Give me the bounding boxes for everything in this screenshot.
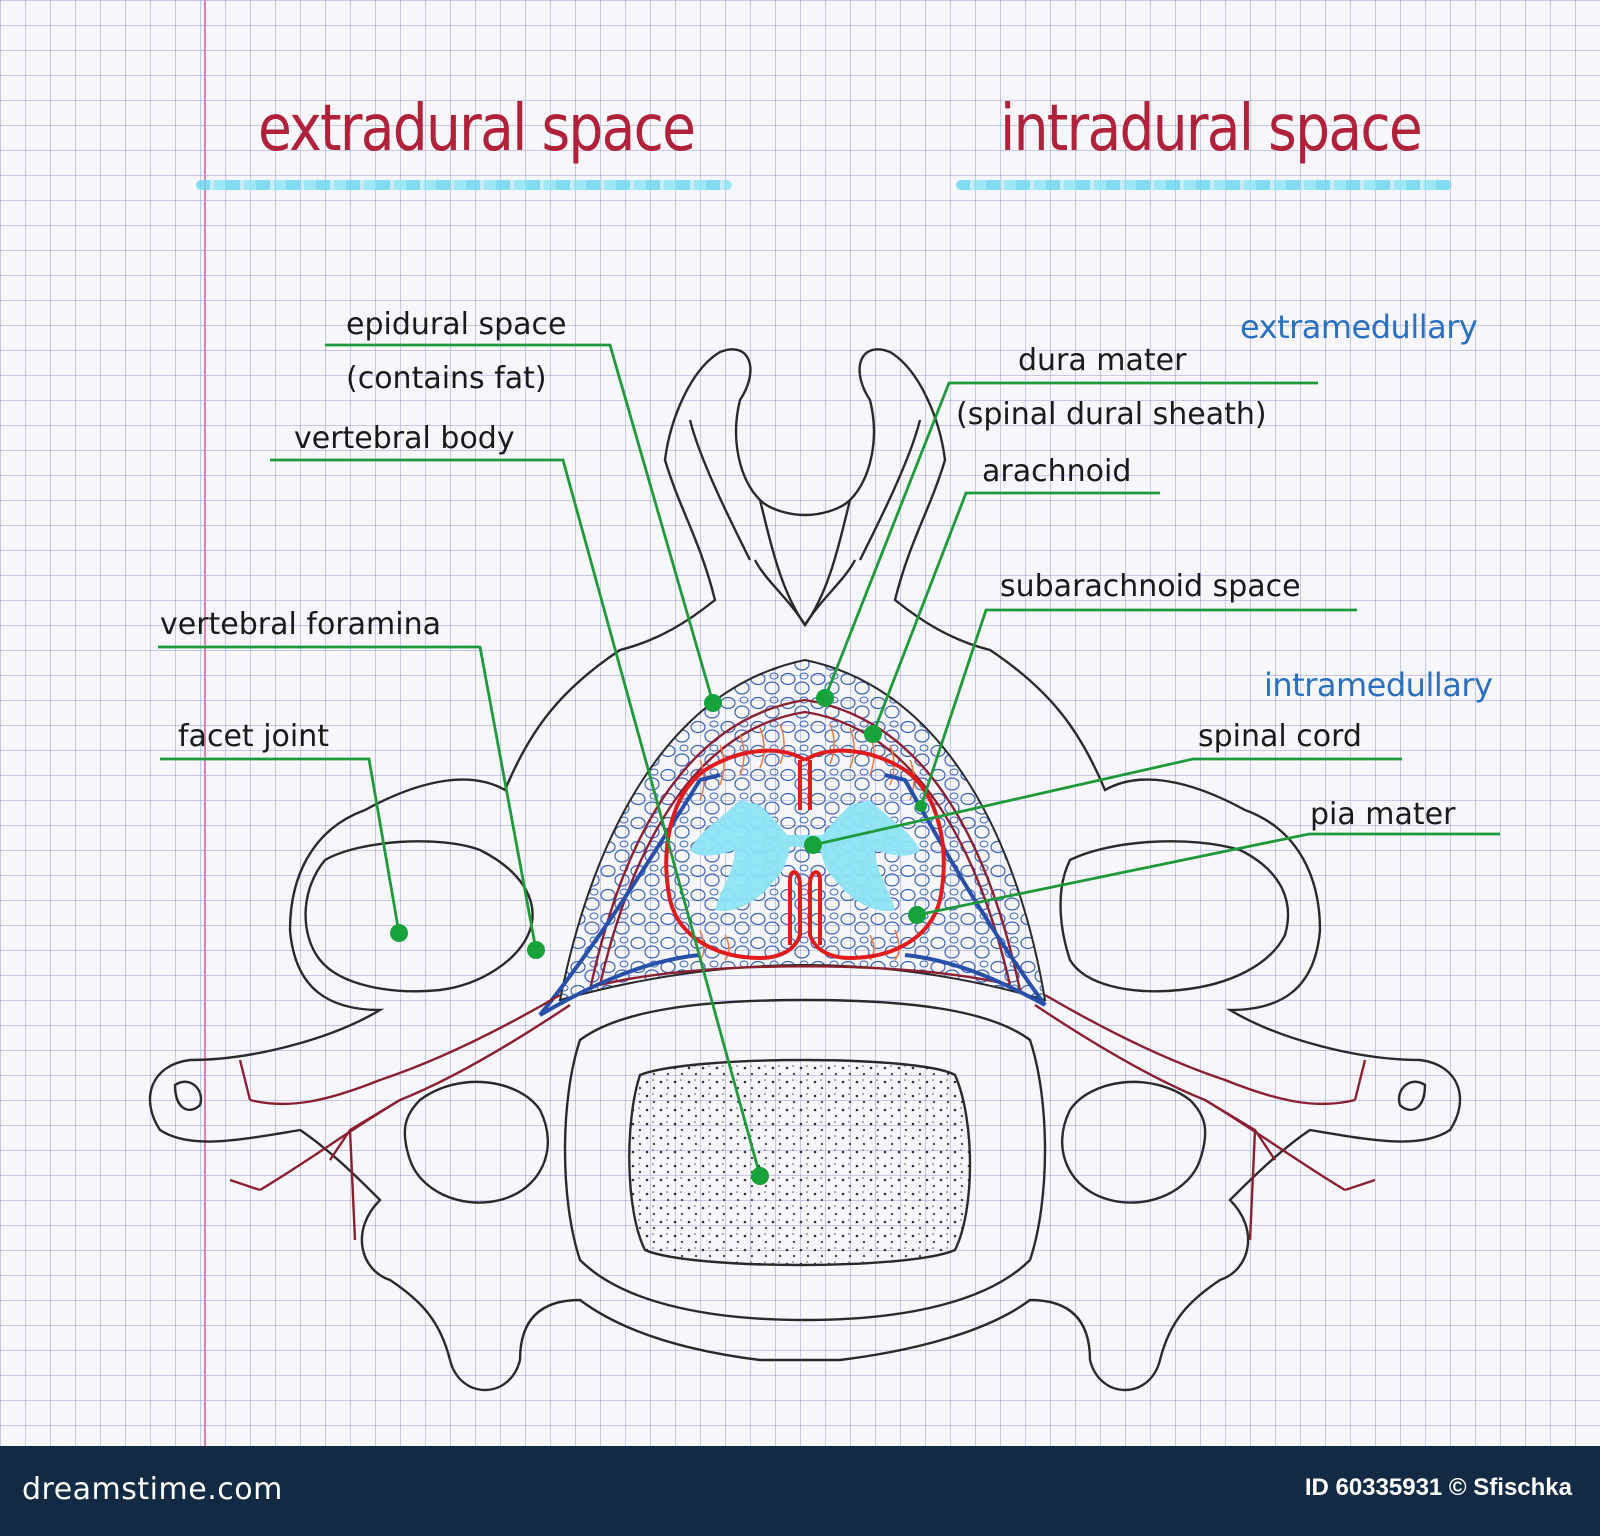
label-epidural-space-note: (contains fat) <box>346 361 547 396</box>
leader-vertebral-foramina <box>158 645 538 951</box>
extradural-highlight <box>196 180 732 190</box>
heading-intradural-space: intradural space <box>1000 92 1423 166</box>
dot-vertebral-body <box>751 1167 769 1185</box>
label-dura-mater: dura mater <box>1018 343 1187 378</box>
dreamstime-logo: dreamstime.com <box>22 1472 283 1507</box>
leader-pia-mater <box>916 832 1500 917</box>
image-id-credit: ID 60335931 © Sfischka <box>1304 1474 1572 1501</box>
denticulate-ligaments <box>538 773 1047 1017</box>
zone-extramedullary: extramedullary <box>1240 308 1478 346</box>
label-pia-mater: pia mater <box>1310 797 1456 832</box>
label-subarachnoid-space: subarachnoid space <box>1000 569 1301 604</box>
zone-intramedullary: intramedullary <box>1264 666 1493 704</box>
dot-arachnoid <box>864 725 882 743</box>
dot-dura-mater <box>816 689 834 707</box>
leader-dura-mater <box>823 381 1318 699</box>
leader-lines <box>158 343 1500 1185</box>
leader-facet-joint <box>160 757 401 934</box>
label-vertebral-body: vertebral body <box>294 421 515 456</box>
intradural-highlight <box>956 180 1452 190</box>
notebook-margin-line <box>204 0 206 1446</box>
label-spinal-cord: spinal cord <box>1198 719 1362 754</box>
heading-extradural-space: extradural space <box>258 92 696 166</box>
leader-arachnoid <box>871 491 1160 735</box>
dot-vertebral-foramina <box>527 941 545 959</box>
dura-mater <box>588 698 1022 991</box>
label-epidural-space: epidural space <box>346 307 567 342</box>
stock-footer-bar: dreamstime.com ID 60335931 © Sfischka <box>0 1446 1600 1536</box>
vertebra-outline <box>148 348 1462 1392</box>
dot-subarachnoid-space <box>915 800 927 812</box>
leader-spinal-cord <box>812 757 1402 847</box>
dot-spinal-cord <box>804 836 822 854</box>
label-dura-mater-note: (spinal dural sheath) <box>956 397 1267 432</box>
dot-epidural-space <box>704 694 722 712</box>
label-arachnoid: arachnoid <box>982 454 1132 489</box>
nerve-roots <box>229 993 1376 1241</box>
dot-facet-joint <box>390 924 408 942</box>
leader-subarachnoid-space <box>919 608 1357 807</box>
label-vertebral-foramina: vertebral foramina <box>160 607 441 642</box>
label-facet-joint: facet joint <box>178 719 329 754</box>
dot-pia-mater <box>908 906 926 924</box>
leader-vertebral-body <box>270 458 762 1177</box>
leader-epidural-space <box>325 343 715 704</box>
spinal-cord <box>664 748 946 961</box>
